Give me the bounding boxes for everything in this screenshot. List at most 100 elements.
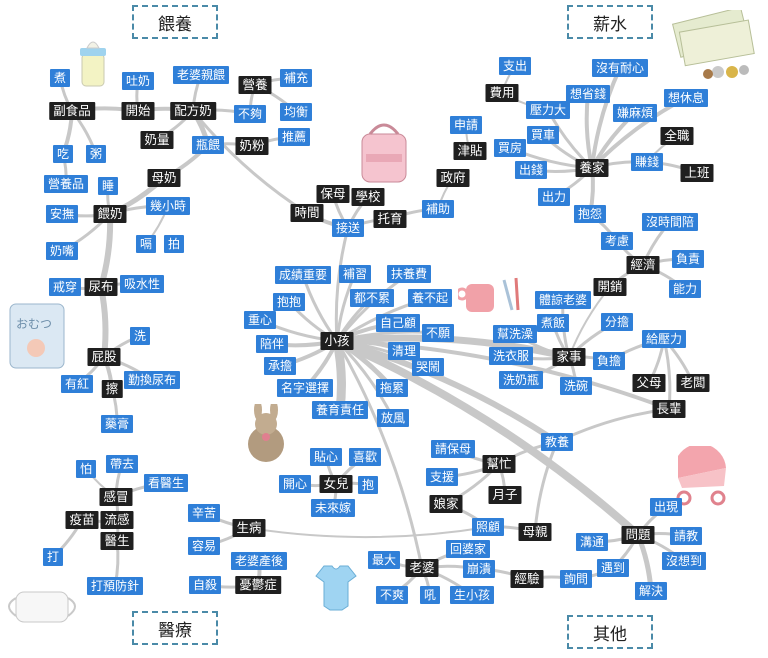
node-mom-home[interactable]: 娘家 [429,495,463,513]
node-nutri[interactable]: 營養 [238,76,272,94]
node-hirenanny[interactable]: 請保母 [430,440,476,458]
node-recommend[interactable]: 推薦 [277,128,311,146]
node-breastmilk[interactable]: 母奶 [147,169,181,187]
node-nanny[interactable]: 保母 [316,185,350,203]
node-earn[interactable]: 賺錢 [630,153,664,171]
node-cost[interactable]: 費用 [485,84,519,102]
node-buycar[interactable]: 買車 [526,126,560,144]
node-wife[interactable]: 老婆 [405,559,439,577]
node-self[interactable]: 自己顧 [375,314,421,332]
node-parents[interactable]: 父母 [632,374,666,392]
node-tutor[interactable]: 補習 [338,265,372,283]
node-shot[interactable]: 打 [42,548,64,566]
node-suicide[interactable]: 自殺 [188,576,222,594]
node-easy[interactable]: 容易 [187,537,221,555]
node-nowant[interactable]: 不願 [421,324,455,342]
node-bottle[interactable]: 瓶餵 [191,136,225,154]
node-cold[interactable]: 感冒 [99,488,133,506]
node-doctor[interactable]: 醫生 [100,532,134,550]
node-outcash[interactable]: 出錢 [514,161,548,179]
node-help[interactable]: 幫忙 [482,455,516,473]
node-red[interactable]: 有紅 [60,375,94,393]
node-daycare[interactable]: 托育 [373,210,407,228]
node-cook[interactable]: 煮飯 [536,314,570,332]
node-dishes[interactable]: 幫洗澡 [492,325,538,343]
node-afford[interactable]: 養不起 [407,289,453,307]
node-tiny[interactable]: 貼心 [309,448,343,466]
node-nutrition[interactable]: 營養品 [43,175,89,193]
node-accompany[interactable]: 陪伴 [255,335,289,353]
node-boss[interactable]: 老闆 [676,374,710,392]
node-apply[interactable]: 申請 [449,116,483,134]
node-meet[interactable]: 遇到 [596,559,630,577]
node-feed[interactable]: 餵奶 [93,205,127,223]
node-givebirth[interactable]: 生小孩 [449,586,495,604]
node-effort[interactable]: 出力 [537,188,571,206]
node-buyhouse[interactable]: 買房 [493,139,527,157]
node-save[interactable]: 想省錢 [565,85,611,103]
node-release[interactable]: 放風 [376,409,410,427]
node-happy[interactable]: 開心 [278,475,312,493]
node-communicate[interactable]: 溝通 [575,533,609,551]
node-like[interactable]: 喜歡 [348,448,382,466]
node-heart[interactable]: 重心 [243,311,277,329]
node-unexpected[interactable]: 沒想到 [661,552,707,570]
node-rest[interactable]: 想休息 [663,89,709,107]
node-exp[interactable]: 經驗 [510,570,544,588]
node-marry[interactable]: 未來嫁 [310,499,356,517]
node-complain[interactable]: 抱怨 [573,205,607,223]
node-hug[interactable]: 抱 [357,476,379,494]
node-seedoc[interactable]: 看醫生 [143,474,189,492]
node-hard[interactable]: 辛苦 [187,504,221,522]
node-ability[interactable]: 能力 [668,280,702,298]
node-wipe[interactable]: 擦 [101,380,123,398]
node-formula[interactable]: 配方奶 [170,102,216,120]
node-wear[interactable]: 戒穿 [48,278,82,296]
node-appear[interactable]: 出現 [649,498,683,516]
node-spend[interactable]: 開銷 [593,278,627,296]
node-spit[interactable]: 吐奶 [121,72,155,90]
node-absorb[interactable]: 吸水性 [119,275,165,293]
node-kid[interactable]: 小孩 [320,332,354,350]
node-soothe[interactable]: 安撫 [45,205,79,223]
node-prevent[interactable]: 打預防針 [86,577,144,595]
node-powder[interactable]: 奶粉 [235,137,269,155]
node-raise-fee[interactable]: 扶養費 [386,265,432,283]
node-start[interactable]: 開始 [121,102,155,120]
node-burden[interactable]: 負擔 [592,352,626,370]
node-naming[interactable]: 名字選擇 [276,379,334,397]
node-diaper[interactable]: 尿布 [84,278,118,296]
node-subsidy[interactable]: 津貼 [453,142,487,160]
node-trouble[interactable]: 嫌麻煩 [612,104,658,122]
node-school[interactable]: 學校 [351,188,385,206]
node-solve[interactable]: 解決 [634,582,668,600]
node-daughter[interactable]: 女兒 [319,475,353,493]
node-laundry[interactable]: 洗衣服 [488,347,534,365]
node-gov[interactable]: 政府 [436,169,470,187]
node-washdish[interactable]: 洗碗 [559,377,593,395]
node-flu[interactable]: 流感 [100,511,134,529]
node-elder[interactable]: 長輩 [652,400,686,418]
node-nag[interactable]: 體諒老婆 [534,291,592,309]
node-goback[interactable]: 回婆家 [445,540,491,558]
node-vacc[interactable]: 疫苗 [65,511,99,529]
node-take[interactable]: 帶去 [105,455,139,473]
node-pacifier[interactable]: 奶嘴 [45,242,79,260]
node-responsible[interactable]: 負責 [671,250,705,268]
node-consult[interactable]: 請教 [669,527,703,545]
node-supp[interactable]: 補充 [279,69,313,87]
node-ppd[interactable]: 憂鬱症 [235,576,281,594]
node-pay[interactable]: 支出 [498,57,532,75]
node-hold[interactable]: 抱抱 [272,293,306,311]
node-chores[interactable]: 家事 [552,348,586,366]
node-givepressure[interactable]: 給壓力 [641,330,687,348]
node-econ[interactable]: 經濟 [626,256,660,274]
node-share[interactable]: 分擔 [600,313,634,331]
node-edu[interactable]: 教養 [540,433,574,451]
node-shout[interactable]: 吼 [419,586,441,604]
node-balance[interactable]: 均衡 [279,103,313,121]
node-bear[interactable]: 承擔 [263,357,297,375]
node-afraid[interactable]: 怕 [75,460,97,478]
node-time[interactable]: 時間 [290,204,324,222]
node-wash[interactable]: 洗 [129,327,151,345]
